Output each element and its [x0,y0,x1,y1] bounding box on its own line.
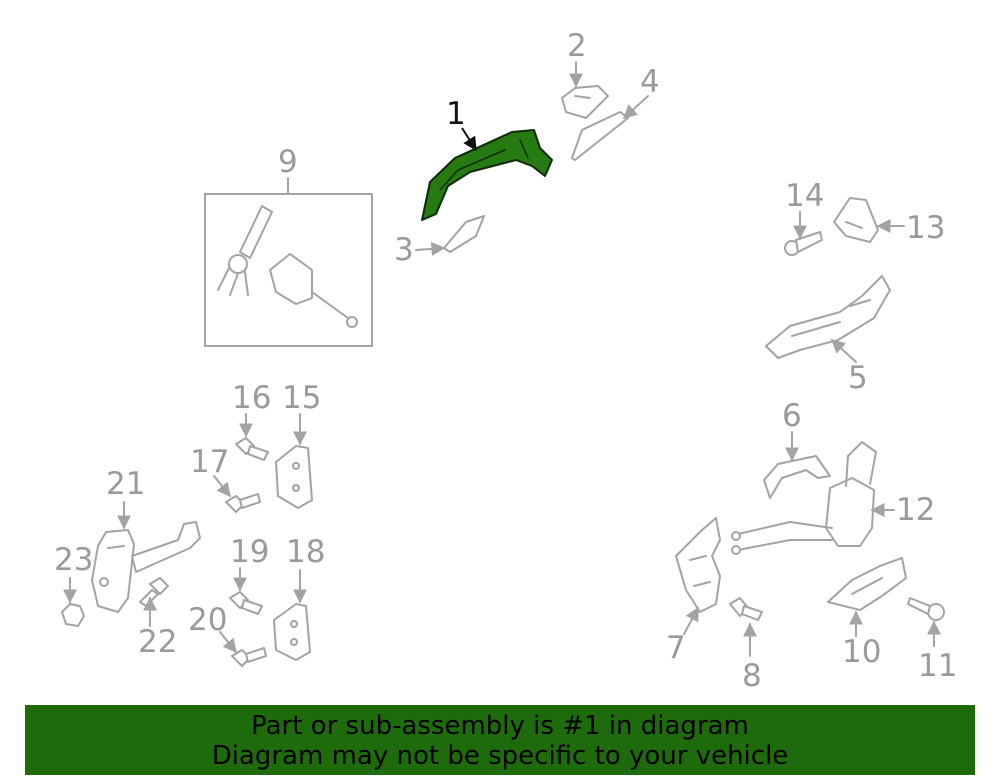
leader-5 [830,339,857,363]
part-6-bracket[interactable] [763,455,831,499]
leader-20 [219,631,237,654]
notice-banner: Part or sub-assembly is #1 in diagram Di… [25,705,975,775]
banner-line-2: Diagram may not be specific to your vehi… [211,741,789,771]
callout-23: 23 [54,542,93,578]
part-21-door-check[interactable] [91,521,201,613]
part-19-bolt[interactable] [229,591,263,615]
callout-2: 2 [567,28,587,64]
part-16-bolt[interactable] [235,437,269,461]
banner-line-1: Part or sub-assembly is #1 in diagram [251,711,749,741]
callout-19: 19 [230,534,269,570]
callout-5: 5 [848,360,868,396]
part-4-pad[interactable] [571,111,629,161]
part-12-door-latch[interactable] [731,440,878,555]
part-15-upper-hinge[interactable] [275,445,313,509]
leader-7 [683,606,699,635]
part-20-bolt[interactable] [231,647,267,667]
callout-11: 11 [918,648,957,684]
part-1-outside-handle[interactable] [421,129,553,221]
callout-14: 14 [785,178,824,214]
part-8-bolt[interactable] [729,597,763,621]
callout-12: 12 [896,492,935,528]
callout-15: 15 [282,380,321,416]
callout-1: 1 [446,96,466,132]
callout-9: 9 [278,144,298,180]
part-3-gasket[interactable] [443,215,485,253]
part-9-key-cylinder[interactable] [217,205,358,328]
callout-21: 21 [106,466,145,502]
callout-3: 3 [394,232,414,268]
part-13-striker[interactable] [833,197,879,243]
leader-1 [461,127,477,152]
callout-22: 22 [138,624,177,660]
part-11-screw[interactable] [907,597,945,621]
callout-6: 6 [782,398,802,434]
part-2-handle-cap[interactable] [561,85,609,119]
callout-8: 8 [742,658,762,694]
part-18-lower-hinge[interactable] [273,603,311,661]
part-5-handle-frame[interactable] [765,275,891,359]
part-17-bolt[interactable] [225,493,261,513]
leader-17 [213,475,231,498]
part-22-bolt[interactable] [139,577,169,607]
leader-3 [415,241,446,256]
callout-18: 18 [286,534,325,570]
part-10-inside-handle[interactable] [827,557,907,611]
part-14-screw[interactable] [784,231,823,256]
leader-4 [622,95,649,119]
part-23-nut[interactable] [61,603,85,627]
callout-13: 13 [906,210,945,246]
callout-10: 10 [842,634,881,670]
callout-16: 16 [232,380,271,416]
callout-4: 4 [640,64,660,100]
callout-17: 17 [190,444,229,480]
part-7-lock-module[interactable] [675,517,721,613]
callout-7: 7 [666,630,686,666]
